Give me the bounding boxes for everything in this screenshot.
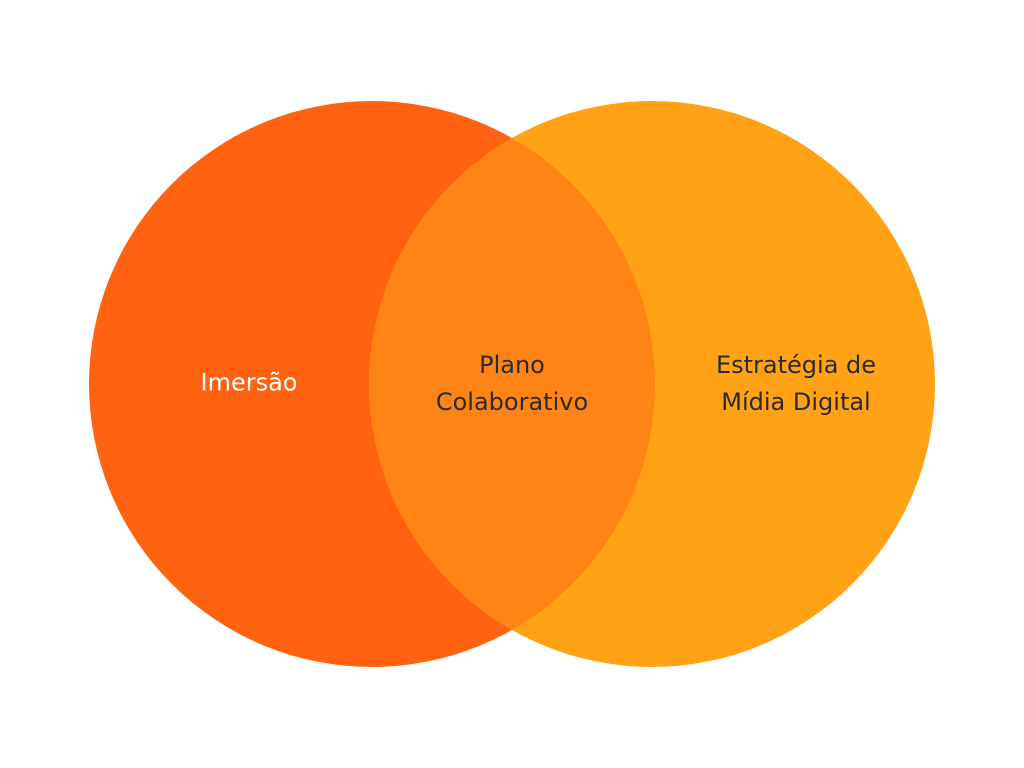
label-collaborative-plan: Plano Colaborativo	[436, 347, 588, 421]
label-digital-media-strategy: Estratégia de Mídia Digital	[716, 347, 876, 421]
label-collaborative-plan-line2: Colaborativo	[435, 388, 589, 416]
label-immersion: Imersão	[201, 365, 298, 402]
label-collaborative-plan-line1: Plano	[479, 351, 545, 379]
label-digital-media-strategy-line2: Mídia Digital	[721, 388, 871, 416]
label-digital-media-strategy-line1: Estratégia de	[715, 351, 877, 379]
overlap-collaborative-plan	[369, 101, 655, 667]
label-immersion-text: Imersão	[200, 368, 298, 397]
